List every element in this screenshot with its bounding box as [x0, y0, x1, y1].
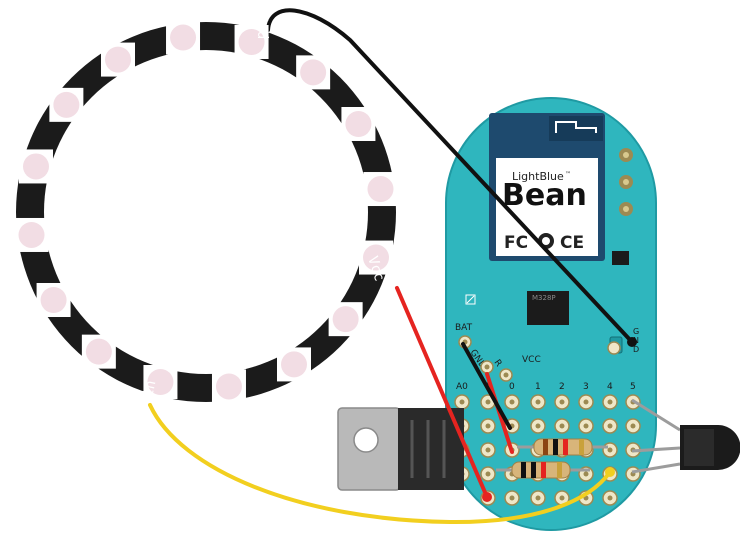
- board-pad: [625, 418, 641, 434]
- ring-inner: [44, 50, 368, 374]
- board-pad: [602, 394, 618, 410]
- smd-component: [612, 251, 629, 265]
- board-pad: [602, 418, 618, 434]
- ring-pin-in: in: [140, 379, 159, 399]
- led: [49, 87, 84, 122]
- led: [166, 20, 201, 55]
- wire-end: [605, 467, 615, 477]
- label-r: R: [492, 358, 504, 369]
- status-led-outline: [465, 294, 476, 305]
- board-pad: [504, 490, 520, 506]
- board-pad: [578, 418, 594, 434]
- mounting-hole: [353, 427, 379, 453]
- neopixel-ring: Gnd Vcc in: [14, 14, 398, 404]
- ce-mark: CE: [560, 233, 584, 253]
- led: [143, 365, 178, 400]
- ring-pin-gnd: Gnd: [254, 14, 270, 39]
- pin-label: 1: [535, 382, 541, 392]
- board-pad: [554, 418, 570, 434]
- voltage-regulator: [337, 407, 464, 491]
- label-bat: BAT: [455, 323, 473, 333]
- resistor-bottom: [496, 461, 590, 479]
- label-vcc: VCC: [522, 355, 541, 365]
- resistor-top: [517, 438, 608, 456]
- wires: [148, 8, 634, 525]
- pin-label: 3: [583, 382, 589, 392]
- board-pad: [530, 490, 546, 506]
- board-pad: [480, 442, 496, 458]
- pin-label: 5: [630, 382, 636, 392]
- led: [363, 172, 398, 207]
- led: [14, 217, 49, 252]
- led-group: [14, 20, 398, 404]
- led: [328, 302, 363, 337]
- board-pad: [504, 394, 520, 410]
- wire-black-short: [461, 342, 512, 430]
- board-pad: [554, 490, 570, 506]
- wire-data-yellow: [148, 403, 612, 525]
- led: [359, 240, 394, 275]
- svg-text:™: ™: [565, 171, 571, 178]
- wire-gnd-black: [266, 8, 634, 344]
- microcontroller-chip: [527, 291, 569, 325]
- board-pad: [554, 394, 570, 410]
- brand-small-text: LightBlue: [512, 170, 564, 183]
- svg-text:D: D: [633, 345, 639, 354]
- board-pad: [602, 442, 618, 458]
- led: [18, 149, 53, 184]
- wire-vcc-red: [395, 286, 489, 499]
- led: [341, 107, 376, 141]
- led: [277, 347, 311, 382]
- board-pad: [578, 394, 594, 410]
- board-pad: [454, 394, 470, 410]
- fcc-mark: FC: [504, 233, 528, 253]
- ring-pin-vcc: Vcc: [364, 254, 387, 283]
- led: [211, 369, 246, 404]
- wire-end: [627, 337, 637, 347]
- transistor: [631, 398, 740, 474]
- board-pad: [530, 394, 546, 410]
- led: [101, 42, 135, 77]
- board-pad: [530, 418, 546, 434]
- pin-label: 4: [607, 382, 613, 392]
- pin-label: 0: [509, 382, 515, 392]
- led: [36, 283, 71, 317]
- pin-label: A0: [456, 382, 468, 392]
- led: [296, 55, 331, 90]
- brand-large-text: Bean: [502, 178, 587, 213]
- chip-label: M328P: [532, 294, 556, 302]
- board-pad: [480, 418, 496, 434]
- board-pad: [625, 466, 641, 482]
- board-pad: [480, 466, 496, 482]
- wire-end: [482, 492, 492, 502]
- led: [234, 24, 269, 59]
- pin-label: 2: [559, 382, 565, 392]
- board-pad: [602, 490, 618, 506]
- svg-text:G: G: [633, 327, 639, 336]
- led: [81, 334, 116, 369]
